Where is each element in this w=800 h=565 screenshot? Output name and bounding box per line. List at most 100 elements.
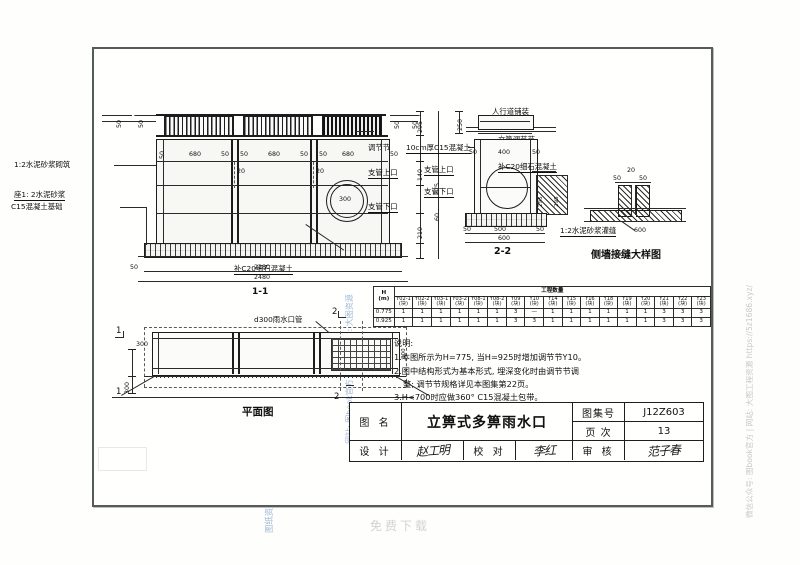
label-branch-top: 支管上口: [368, 168, 398, 179]
plan-section-mark-1-bottom: 1: [116, 387, 122, 397]
cell: 3: [505, 307, 526, 319]
dim-v-295: 295: [417, 120, 424, 133]
pipe-outer-circle: [326, 180, 368, 222]
elevation-section-title: 1-1: [252, 287, 269, 297]
col-unit: (块): [511, 301, 521, 308]
atlas-no-value: J12Z603: [625, 403, 703, 422]
label-sec-branch-top: 支管上口: [424, 165, 454, 176]
dim-bay3-680: 680: [342, 151, 355, 158]
note-item: 1.本图所示为H=775, 当H=925时增加调节节Y10。: [394, 352, 587, 363]
cell: 1: [543, 317, 563, 328]
table-h-header: H (m): [373, 286, 395, 309]
dim-wall-50-e: 50: [319, 151, 328, 158]
cell: 1: [561, 317, 582, 328]
notes-title: 说明:: [394, 338, 414, 348]
cell: 1: [412, 307, 433, 319]
col-code: Y15: [566, 296, 577, 302]
label-mortar-masonry: 1:2水泥砂浆砌筑: [14, 160, 71, 169]
cell: 1: [487, 317, 507, 328]
col-code: Y21: [659, 296, 669, 302]
cell: 1: [431, 317, 451, 328]
cell: 1: [598, 317, 619, 328]
drawing-sheet: 网站: 图book官方 | 微信公众号: 大图资源 50 50 50 50 68…: [11, 47, 713, 507]
label-adjust-section: 调节节: [368, 143, 391, 152]
col-code: Y10: [529, 296, 540, 302]
cell: 1: [487, 307, 507, 319]
col-unit: (块): [473, 301, 483, 308]
col-header: Y21 (块): [654, 296, 674, 309]
dim-joint-20-b: 20: [316, 168, 325, 175]
col-unit: (块): [492, 301, 502, 308]
dim-sec-hatch-a: 295: [538, 196, 544, 207]
col-unit: (块): [696, 301, 706, 308]
col-unit: (块): [529, 301, 539, 308]
plan-section-mark-1-top: 1: [116, 326, 122, 336]
section-pipe-circle: [486, 167, 528, 209]
grate-bay-1: [164, 116, 234, 136]
cell: 1: [449, 317, 470, 328]
page-value: 13: [625, 422, 703, 441]
dim-wall-50-a: 50: [159, 150, 166, 159]
col-header: Y10 (块): [524, 296, 545, 309]
label-sec-branch-bottom: 支管下口: [424, 187, 454, 198]
col-header: Y09 (块): [505, 296, 526, 309]
col-unit: (块): [566, 301, 576, 308]
signature-text: 范子春: [647, 442, 681, 460]
col-unit: (块): [585, 301, 595, 308]
note-item-cont: 整; 调节节规格详见本图集第22页。: [403, 378, 534, 389]
elevation-foundation: [144, 243, 402, 258]
cell: 1: [431, 307, 451, 319]
cell: 1: [598, 307, 619, 319]
dim-v-140: 140: [417, 168, 424, 181]
cell: 3: [691, 317, 711, 328]
cell: 3: [505, 317, 526, 328]
col-header: Y18 (块): [598, 296, 619, 309]
col-header: Y23 (块): [691, 296, 711, 309]
col-unit: (块): [659, 301, 669, 308]
col-header: Y14 (块): [543, 296, 563, 309]
note-item: 3.H<700时应做360° C15混凝土包带。: [394, 392, 543, 403]
signature-text: 赵工明: [415, 442, 450, 460]
col-header: Y03-1 (块): [431, 296, 451, 309]
label-c15-10cm: 10cm厚C15混凝土: [406, 143, 471, 154]
dim-wall-50-c: 50: [240, 151, 249, 158]
cell: 1: [617, 307, 637, 319]
cell: 1: [393, 307, 414, 319]
cell: 3: [524, 317, 545, 328]
dim-detail-20: 20: [627, 167, 636, 174]
dim-detail-50-b: 50: [639, 175, 648, 182]
col-unit: (块): [548, 301, 558, 308]
col-code: Y02-2: [414, 296, 430, 302]
check-label: 校 对: [464, 441, 516, 460]
cell: 1: [635, 307, 656, 319]
dim-sec-50-d: 50: [536, 226, 545, 233]
dim-sec-400: 400: [498, 149, 511, 156]
col-unit: (块): [398, 301, 408, 308]
dim-detail-50-a: 50: [613, 175, 622, 182]
section-foundation: [465, 213, 547, 227]
dim-bay1-680: 680: [189, 151, 202, 158]
cell: 1: [617, 317, 637, 328]
pipe-inner-circle: [330, 184, 364, 218]
col-header: Y08-2 (块): [487, 296, 507, 309]
dim-sec-hatch-b: 295: [554, 196, 560, 207]
dim-plan-300-a: 300: [136, 341, 149, 348]
sheet-title: 立箅式多箅雨水口: [402, 403, 573, 441]
dim-sec-250: 250: [457, 118, 464, 131]
col-header: Y08-1 (块): [468, 296, 489, 309]
label-d300-inlet-pipe: d300雨水口管: [254, 315, 303, 324]
dim-sec-50-c: 50: [463, 226, 472, 233]
col-header: Y02-2 (块): [412, 296, 433, 309]
title-block: 图 名 立箅式多箅雨水口 图集号 J12Z603 页 次 13 设 计 赵工明 …: [349, 402, 704, 462]
col-code: Y16: [585, 296, 595, 302]
dim-right-50: 50: [394, 120, 401, 129]
col-code: Y23: [696, 296, 706, 302]
cell: 1: [635, 317, 656, 328]
title-name-label: 图 名: [350, 403, 402, 441]
note-item: 2.图中结构形式为基本形式, 埋深变化时由调节节调: [394, 365, 579, 376]
col-header: Y16 (块): [580, 296, 600, 309]
col-unit: (块): [455, 301, 465, 308]
table-group-title: 工程数量: [393, 286, 712, 297]
table-row: 0.775 1 1 1 1 1 1 3 — 1 1 1 1 1 1 3 3 3: [373, 307, 711, 319]
col-unit: (块): [622, 301, 632, 308]
